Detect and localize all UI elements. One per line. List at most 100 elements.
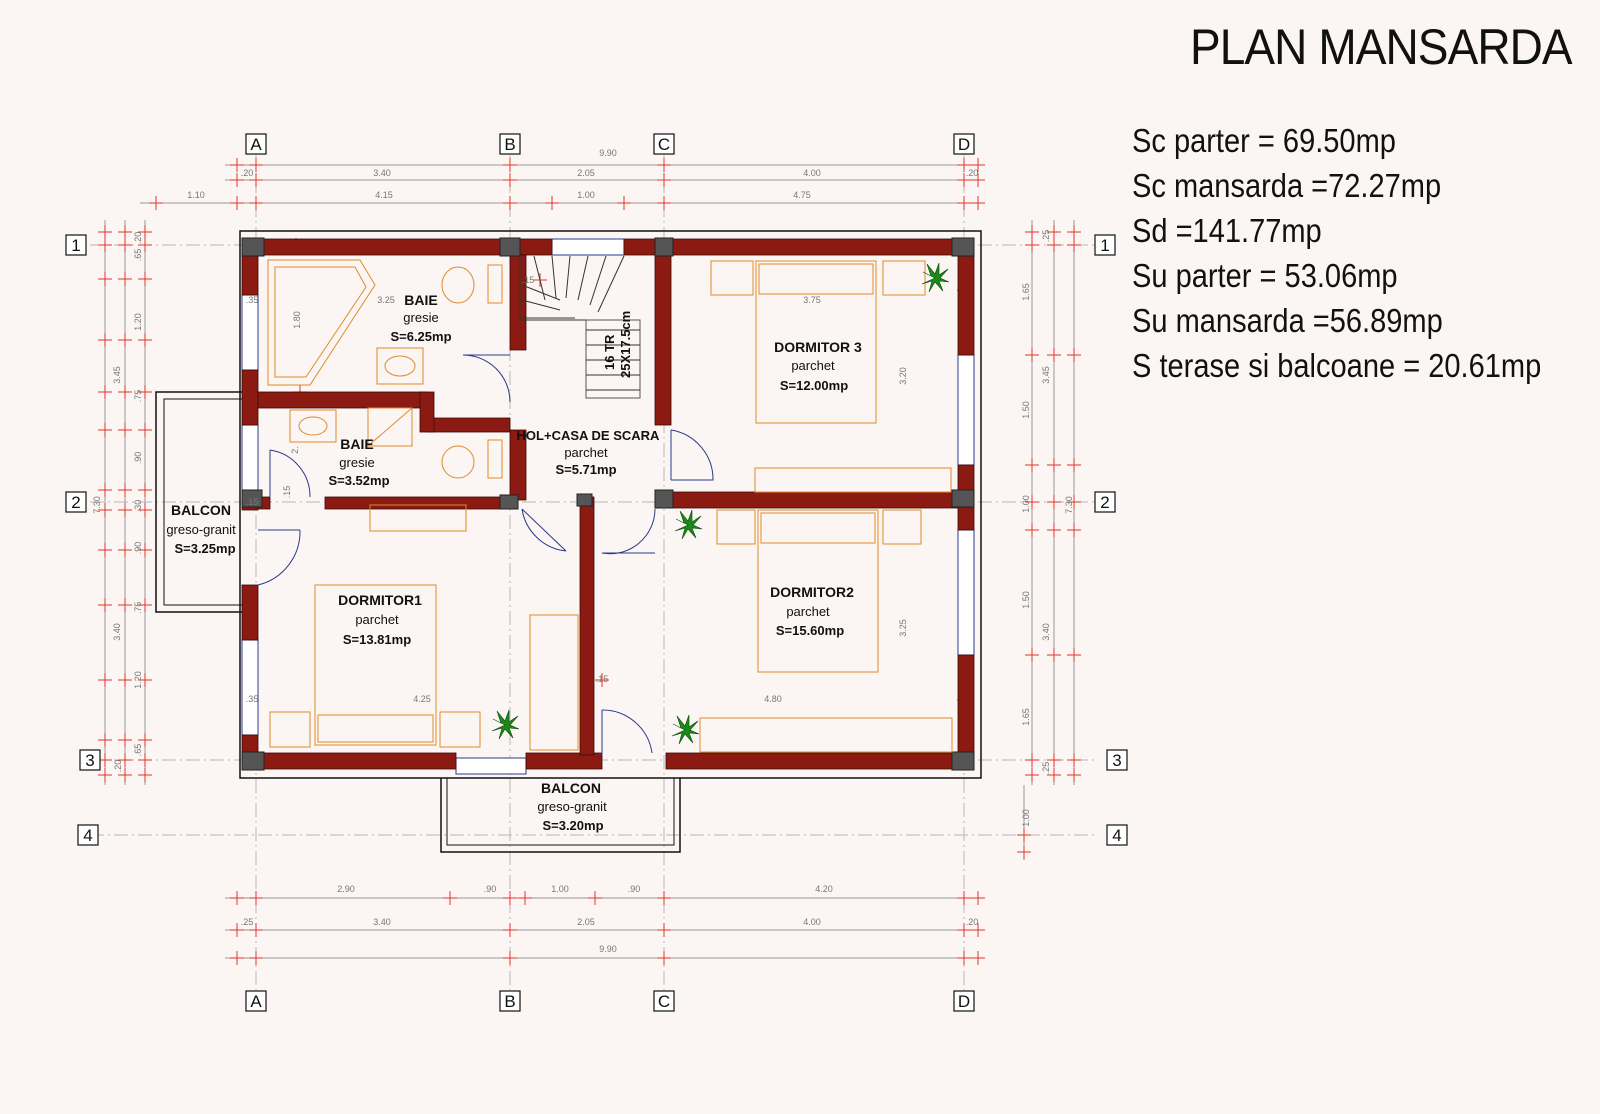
svg-text:1: 1 (1100, 236, 1109, 255)
svg-text:D: D (958, 992, 970, 1011)
svg-text:.20: .20 (966, 917, 979, 927)
svg-text:BALCON: BALCON (171, 502, 231, 518)
svg-text:1.20: 1.20 (133, 671, 143, 689)
svg-text:.30: .30 (133, 500, 143, 513)
room-label-dormitor-3: DORMITOR 3 parchet S=12.00mp (774, 339, 862, 393)
svg-text:2.05: 2.05 (577, 168, 595, 178)
stat-su-parter: Su parter = 53.06mp (1132, 257, 1398, 294)
svg-text:parchet: parchet (786, 604, 830, 619)
svg-text:S=13.81mp: S=13.81mp (343, 632, 411, 647)
svg-text:4.15: 4.15 (375, 190, 393, 200)
svg-text:B: B (504, 992, 515, 1011)
svg-text:9.90: 9.90 (599, 944, 617, 954)
svg-text:DORMITOR1: DORMITOR1 (338, 592, 422, 608)
svg-text:2.: 2. (290, 446, 300, 454)
walls (241, 238, 975, 770)
svg-text:4.00: 4.00 (803, 917, 821, 927)
plant-icon (671, 714, 700, 745)
svg-text:.35: .35 (246, 694, 259, 704)
svg-text:1.00: 1.00 (577, 190, 595, 200)
room-label-dormitor-2: DORMITOR2 parchet S=15.60mp (770, 584, 854, 638)
svg-text:DORMITOR2: DORMITOR2 (770, 584, 854, 600)
svg-text:.65: .65 (133, 249, 143, 262)
plan-title: PLAN MANSARDA (1190, 19, 1573, 75)
svg-text:2.90: 2.90 (337, 884, 355, 894)
svg-text:BAIE: BAIE (404, 292, 437, 308)
plant-icon (491, 709, 520, 740)
svg-text:B: B (504, 135, 515, 154)
axis-col-D-bottom: D (953, 990, 975, 1012)
room-label-hol: HOL+CASA DE SCARA parchet S=5.71mp (517, 428, 661, 477)
svg-text:.25: .25 (1041, 762, 1051, 775)
svg-text:3.40: 3.40 (112, 623, 122, 641)
stat-terase-balcoane: S terase si balcoane = 20.61mp (1132, 347, 1542, 384)
svg-text:parchet: parchet (791, 358, 835, 373)
svg-text:C: C (658, 135, 670, 154)
svg-text:2: 2 (1100, 493, 1109, 512)
svg-text:.15: .15 (282, 486, 292, 499)
svg-text:A: A (250, 135, 262, 154)
svg-text:gresie: gresie (339, 455, 374, 470)
svg-text:3.25: 3.25 (898, 619, 908, 637)
axis-col-C-top: C (653, 133, 675, 155)
svg-text:.20: .20 (966, 168, 979, 178)
dimension-lines (104, 164, 1075, 959)
axis-col-A-bottom: A (245, 990, 267, 1012)
svg-text:1.65: 1.65 (1021, 708, 1031, 726)
svg-text:.20: .20 (133, 232, 143, 245)
plant-icon (674, 509, 703, 540)
svg-text:4: 4 (1112, 826, 1121, 845)
stair-label: 16 TR 25X17.5cm (602, 311, 633, 378)
svg-text:.25: .25 (241, 917, 254, 927)
stat-sc-mansarda: Sc mansarda =72.27mp (1132, 167, 1442, 204)
svg-text:parchet: parchet (355, 612, 399, 627)
room-label-baie-2: BAIE gresie S=3.52mp (328, 436, 389, 488)
svg-text:2.05: 2.05 (577, 917, 595, 927)
axis-row-2-right: 2 (1094, 491, 1116, 513)
axis-row-3-right: 3 (1106, 749, 1128, 771)
svg-text:7.30: 7.30 (1064, 496, 1074, 514)
svg-text:.65: .65 (133, 744, 143, 757)
svg-text:4: 4 (83, 826, 92, 845)
svg-text:3.40: 3.40 (373, 917, 391, 927)
svg-text:.90: .90 (484, 884, 497, 894)
svg-text:3.45: 3.45 (1041, 366, 1051, 384)
svg-text:4.75: 4.75 (793, 190, 811, 200)
svg-text:1.20: 1.20 (133, 313, 143, 331)
axis-col-C-bottom: C (653, 990, 675, 1012)
axis-row-4-right: 4 (1106, 824, 1128, 846)
svg-text:.15: .15 (522, 275, 535, 285)
axis-row-3-left: 3 (79, 749, 101, 771)
svg-text:3.45: 3.45 (112, 366, 122, 384)
svg-text:1.65: 1.65 (1021, 283, 1031, 301)
svg-text:4.20: 4.20 (815, 884, 833, 894)
columns (241, 237, 975, 771)
svg-text:3.20: 3.20 (898, 367, 908, 385)
svg-text:S=3.20mp: S=3.20mp (542, 818, 603, 833)
axis-col-B-top: B (499, 133, 521, 155)
svg-text:3.40: 3.40 (373, 168, 391, 178)
svg-text:A: A (250, 992, 262, 1011)
axis-row-1-right: 1 (1094, 234, 1116, 256)
axis-col-B-bottom: B (499, 990, 521, 1012)
sanitary-fixtures (267, 259, 503, 479)
axis-row-4-left: 4 (77, 824, 99, 846)
svg-text:BAIE: BAIE (340, 436, 373, 452)
svg-text:parchet: parchet (564, 445, 608, 460)
svg-text:gresie: gresie (403, 310, 438, 325)
svg-text:1.80: 1.80 (292, 311, 302, 329)
svg-text:.20: .20 (113, 760, 123, 773)
svg-text:S=5.71mp: S=5.71mp (555, 462, 616, 477)
svg-text:16 TR: 16 TR (602, 334, 617, 370)
svg-text:D: D (958, 135, 970, 154)
svg-text:1.00: 1.00 (1021, 809, 1031, 827)
axis-row-1-left: 1 (65, 234, 87, 256)
svg-text:3: 3 (1112, 751, 1121, 770)
svg-text:3.75: 3.75 (803, 295, 821, 305)
svg-text:4.00: 4.00 (803, 168, 821, 178)
svg-text:BALCON: BALCON (541, 780, 601, 796)
svg-text:.15: .15 (246, 497, 259, 507)
stat-su-mansarda: Su mansarda =56.89mp (1132, 302, 1443, 339)
